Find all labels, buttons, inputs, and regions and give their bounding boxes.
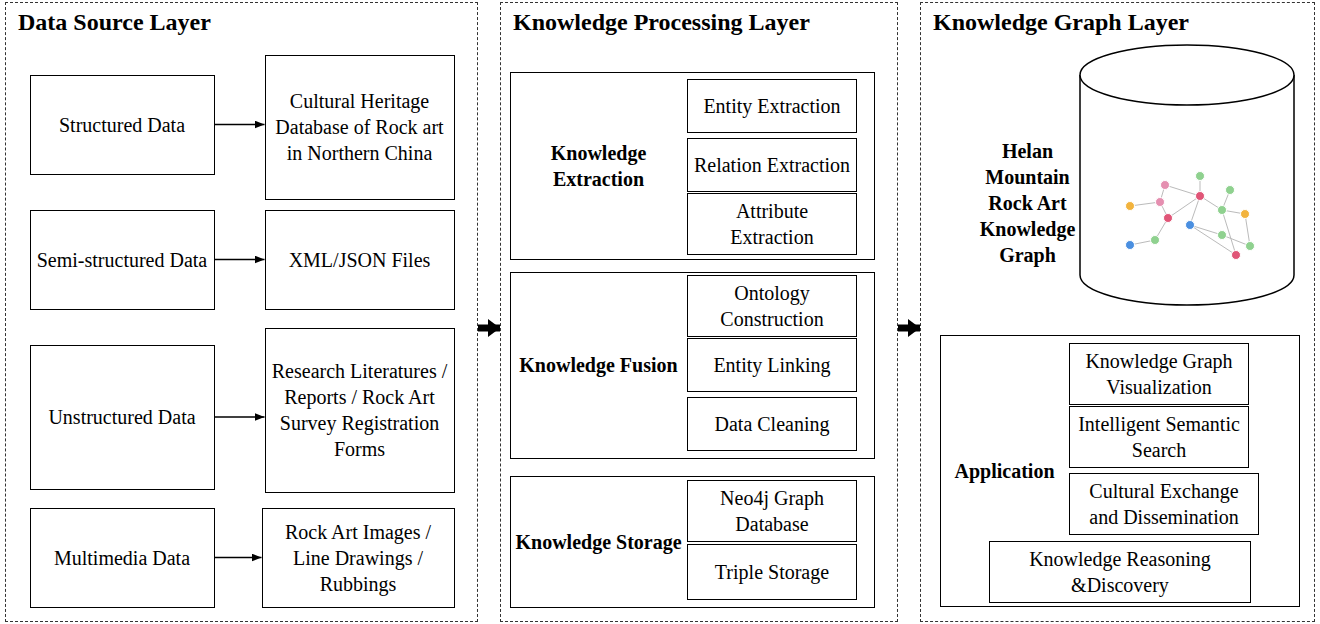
box-label: Multimedia Data [54, 545, 190, 571]
box-label: Unstructured Data [48, 404, 195, 430]
process-box: Multimedia Data [30, 508, 215, 608]
box-label: Cultural Exchange and Dissemination [1075, 478, 1253, 530]
layer-title: Data Source Layer [18, 9, 211, 36]
box-label: Structured Data [59, 112, 185, 138]
process-box: Research Literatures / Reports / Rock Ar… [265, 328, 455, 493]
box-label: Semi-structured Data [37, 247, 208, 273]
process-box: Intelligent Semantic Search [1069, 406, 1249, 468]
process-box: Structured Data [30, 75, 215, 175]
process-box: Neo4j Graph Database [687, 480, 857, 542]
flow-arrow [478, 325, 500, 332]
layer-panel: Knowledge Graph LayerHelan Mountain Rock… [920, 2, 1315, 622]
box-label: Knowledge Graph Visualization [1075, 348, 1243, 400]
process-box: Knowledge Graph Visualization [1069, 343, 1249, 405]
graph-illustration [1130, 176, 1250, 255]
box-label: Entity Extraction [703, 93, 840, 119]
group-label: Knowledge Extraction [511, 140, 687, 192]
box-label: Relation Extraction [694, 152, 850, 178]
process-box: XML/JSON Files [265, 210, 455, 310]
group-label: Knowledge Storage [511, 529, 687, 555]
process-box: Entity Extraction [687, 79, 857, 133]
process-box: Triple Storage [687, 544, 857, 600]
box-label: Entity Linking [713, 352, 830, 378]
process-box: Knowledge Reasoning &Discovery [989, 541, 1251, 603]
process-box: Ontology Construction [687, 275, 857, 337]
module-group: Knowledge Extraction Entity ExtractionRel… [510, 72, 875, 260]
box-label: Data Cleaning [715, 411, 830, 437]
group-label: Application [941, 458, 1069, 484]
group-label: Knowledge Fusion [511, 352, 687, 378]
process-box: Semi-structured Data [30, 210, 215, 310]
module-group: Application Knowledge Graph Visualization… [940, 335, 1300, 607]
box-label: Research Literatures / Reports / Rock Ar… [271, 358, 449, 462]
module-group: Knowledge FusionOntology ConstructionEnt… [510, 272, 875, 459]
layer-title: Knowledge Graph Layer [933, 9, 1189, 36]
box-label: Knowledge Reasoning &Discovery [995, 546, 1245, 598]
layer-title: Knowledge Processing Layer [513, 9, 810, 36]
process-box: Attribute Extraction [687, 193, 857, 255]
module-group: Knowledge StorageNeo4j Graph DatabaseTri… [510, 476, 875, 608]
process-box: Cultural Exchange and Dissemination [1069, 473, 1259, 535]
database-node: Helan Mountain Rock Art Knowledge Graph [980, 45, 1295, 305]
process-box: Unstructured Data [30, 345, 215, 490]
box-label: Attribute Extraction [693, 198, 851, 250]
flow-arrow [898, 325, 920, 332]
box-label: Rock Art Images / Line Drawings / Rubbin… [268, 519, 449, 597]
data-arrow [215, 124, 265, 125]
layer-panel: Knowledge Processing LayerKnowledge Extr… [500, 2, 898, 622]
process-box: Data Cleaning [687, 397, 857, 451]
box-label: Ontology Construction [693, 280, 851, 332]
box-label: Intelligent Semantic Search [1075, 411, 1243, 463]
box-label: Triple Storage [715, 559, 829, 585]
process-box: Relation Extraction [687, 138, 857, 192]
data-arrow [215, 416, 265, 417]
database-cylinder [1080, 45, 1294, 305]
data-arrow [215, 259, 265, 260]
process-box: Entity Linking [687, 338, 857, 392]
box-label: Cultural Heritage Database of Rock art i… [271, 88, 449, 166]
graph-dots [1126, 172, 1255, 260]
process-box: Cultural Heritage Database of Rock art i… [265, 55, 455, 200]
process-box: Rock Art Images / Line Drawings / Rubbin… [262, 508, 455, 608]
data-arrow [215, 557, 262, 558]
box-label: XML/JSON Files [289, 247, 431, 273]
layer-panel: Data Source LayerStructured Data Cultural… [5, 2, 478, 622]
box-label: Neo4j Graph Database [693, 485, 851, 537]
group-label: Helan Mountain Rock Art Knowledge Graph [980, 138, 1076, 268]
